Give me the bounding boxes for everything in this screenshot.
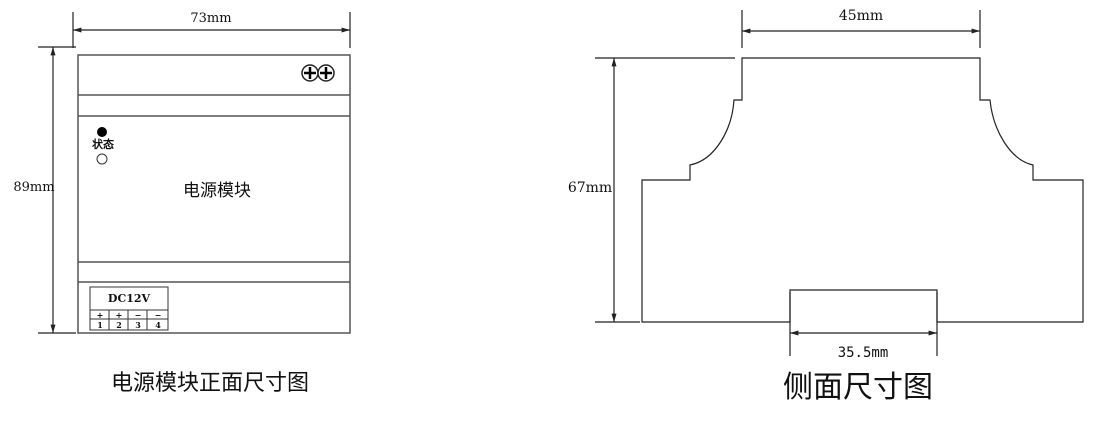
terminal-number: 1 <box>97 320 103 330</box>
status-label: 状态 <box>92 137 114 151</box>
front-view: 73mm 89mm 状态 电源模块 DC12V + + − <box>13 11 351 396</box>
terminal-number: 4 <box>155 320 161 330</box>
side-profile-outline <box>641 57 1084 323</box>
module-label: 电源模块 <box>183 181 251 201</box>
width-dimension-label: 73mm <box>190 11 231 26</box>
terminal-number: 3 <box>135 320 141 330</box>
status-led-icon <box>97 127 107 137</box>
width-dimension-label: 45mm <box>839 8 883 24</box>
terminal-polarity: + <box>97 310 104 320</box>
terminal-polarity: − <box>155 310 162 320</box>
side-caption: 侧面尺寸图 <box>783 370 933 405</box>
height-dimension-label: 89mm <box>13 180 54 195</box>
module-outline <box>77 54 351 334</box>
terminal-title: DC12V <box>108 292 151 305</box>
height-dimension-label: 67mm <box>568 180 612 196</box>
front-caption: 电源模块正面尺寸图 <box>111 371 309 396</box>
terminal-polarity: − <box>135 310 142 320</box>
rail-dimension-label: 35.5mm <box>838 345 889 361</box>
terminal-number: 2 <box>116 320 122 330</box>
indicator-circle-icon <box>96 153 108 165</box>
terminal-polarity: + <box>116 310 123 320</box>
side-view: 45mm 67mm 35.5mm 侧面尺寸图 <box>568 8 1084 405</box>
terminal-block: DC12V + + − − 1 2 3 4 <box>89 286 169 331</box>
screw-terminal-icon <box>301 64 335 82</box>
